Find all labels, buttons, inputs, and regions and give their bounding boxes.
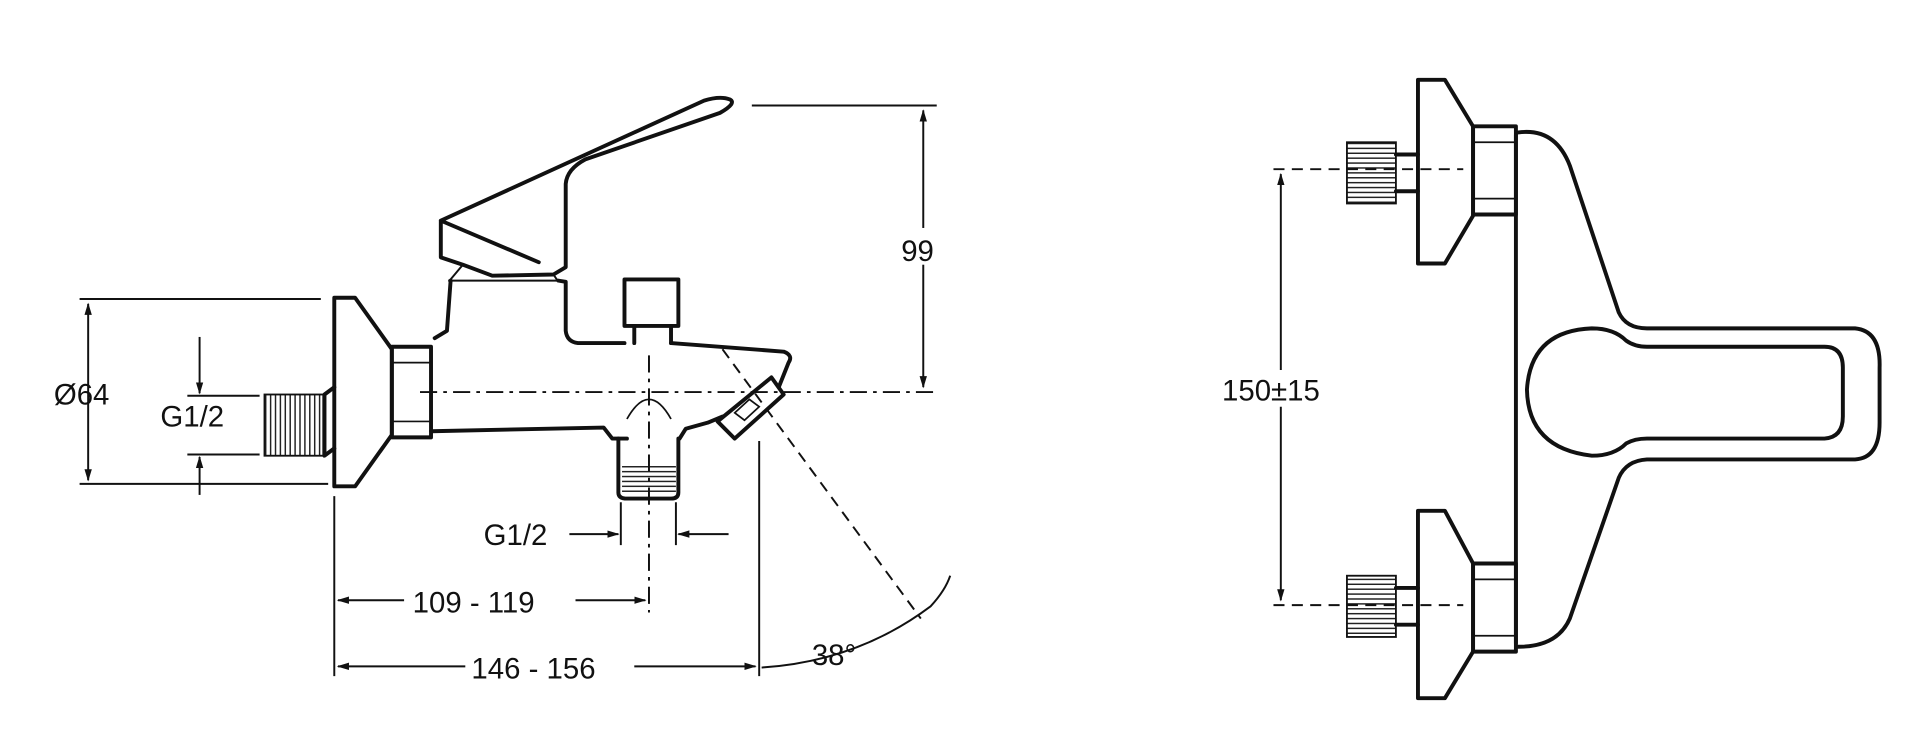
spout-angle-line: [721, 348, 922, 620]
dim-label-inlet-spacing: 150±15: [1222, 375, 1320, 408]
dim-label-spout-distance: 146 - 156: [471, 653, 595, 686]
front-view: 150±15: [1219, 77, 1882, 701]
dim-label-inlet-thread: G1/2: [160, 400, 224, 433]
dim-label-outlet-distance: 109 - 119: [413, 586, 535, 619]
dim-outlet-distance: 109 - 119: [336, 586, 647, 619]
dim-height: 99: [751, 104, 948, 389]
dim-label-height: 99: [901, 235, 934, 268]
dim-inlet-thread: G1/2: [160, 336, 260, 495]
dim-spout-angle: 38°: [761, 575, 952, 672]
side-view: Ø64 G1/2 99 G1/2 109 - 119 146 - 156 38°: [54, 95, 952, 686]
dim-spout-distance: 146 - 156: [336, 653, 757, 686]
mixer-side-outline: [263, 95, 793, 501]
mixer-front-outline: [1346, 77, 1882, 701]
dim-label-outlet-thread: G1/2: [484, 519, 548, 552]
dim-label-diameter: Ø64: [54, 378, 110, 411]
dim-outlet-thread: G1/2: [484, 502, 729, 552]
dim-inlet-spacing: 150±15: [1219, 172, 1343, 602]
dim-label-spout-angle: 38°: [812, 639, 856, 672]
dim-escutcheon-diameter: Ø64: [54, 298, 329, 485]
